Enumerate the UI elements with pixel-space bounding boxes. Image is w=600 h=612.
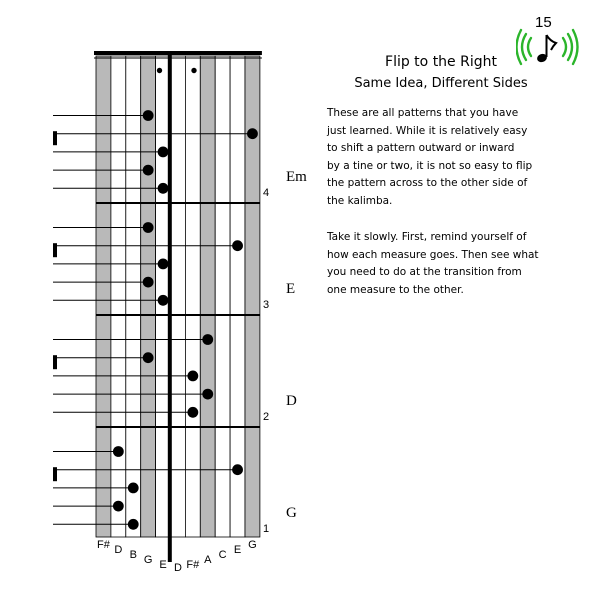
chord-label: D bbox=[286, 393, 297, 409]
measure-number: 1 bbox=[263, 523, 270, 535]
sound-wave-icon bbox=[516, 28, 579, 66]
note-dot bbox=[187, 406, 199, 418]
paragraph-line: These are all patterns that you have bbox=[327, 107, 519, 119]
note-dot bbox=[157, 258, 169, 270]
chord-label: G bbox=[286, 505, 297, 521]
note-dot bbox=[187, 370, 199, 382]
tine-note-label: G bbox=[144, 554, 153, 566]
tine bbox=[140, 55, 156, 538]
rhythm-bar bbox=[53, 131, 57, 146]
measure-number: 4 bbox=[263, 187, 270, 199]
tine-note-label: E bbox=[234, 544, 241, 556]
paragraph-line: the kalimba. bbox=[327, 194, 393, 207]
note-dot bbox=[127, 482, 139, 494]
note-dot bbox=[142, 164, 154, 176]
note-dot bbox=[142, 276, 154, 288]
note-dot bbox=[142, 110, 154, 121]
paragraph-line: one measure to the other. bbox=[327, 283, 464, 296]
tine-note-label: G bbox=[248, 539, 257, 551]
tine bbox=[244, 55, 261, 538]
tine-note-label: B bbox=[130, 549, 137, 561]
tine-note-label: D bbox=[174, 562, 182, 574]
center-dot bbox=[156, 67, 163, 74]
note-dot bbox=[232, 464, 243, 476]
note-dot bbox=[157, 294, 169, 306]
measure-number: 3 bbox=[263, 299, 270, 311]
paragraph-line: to shift a pattern outward or inward bbox=[327, 142, 515, 154]
tine-note-label: F# bbox=[97, 539, 111, 551]
paragraph-line: by a tine or two, it is not so easy to f… bbox=[327, 159, 533, 172]
tine bbox=[170, 55, 186, 538]
note-dot bbox=[127, 518, 139, 530]
intro-paragraph: These are all patterns that you have just… bbox=[327, 105, 549, 210]
rhythm-bar bbox=[53, 467, 57, 482]
tine bbox=[110, 55, 127, 538]
chord-label: E bbox=[286, 281, 296, 297]
tine-note-label: D bbox=[114, 544, 122, 556]
note-dot bbox=[247, 128, 258, 140]
note-dot bbox=[202, 388, 214, 400]
tine bbox=[125, 55, 142, 538]
note-dot bbox=[112, 446, 124, 457]
note-dot bbox=[202, 334, 214, 345]
tine-note-label: E bbox=[159, 559, 166, 571]
note-dot bbox=[232, 240, 243, 252]
paragraph-line: just learned. While it is relatively eas… bbox=[327, 124, 528, 137]
instructions-paragraph: Take it slowly. First, remind yourself o… bbox=[327, 229, 549, 299]
tine-note-label: F# bbox=[186, 559, 200, 571]
center-divider bbox=[167, 55, 172, 562]
page-number: 15 bbox=[535, 14, 552, 31]
paragraph-line: how each measure goes. Then see what bbox=[327, 248, 539, 261]
tine bbox=[199, 55, 216, 538]
paragraph-line: the pattern across to the other side of bbox=[327, 177, 528, 189]
center-dot bbox=[191, 67, 197, 74]
rhythm-bar bbox=[53, 355, 57, 370]
chord-label: Em bbox=[286, 169, 307, 185]
music-note-icon bbox=[516, 28, 579, 66]
page-title: Flip to the Right bbox=[385, 54, 497, 70]
measure-number: 2 bbox=[263, 411, 270, 423]
tine bbox=[214, 55, 231, 538]
note-dot bbox=[157, 182, 169, 194]
page-subtitle: Same Idea, Different Sides bbox=[354, 76, 528, 91]
tine-note-label: A bbox=[204, 554, 212, 566]
tine bbox=[95, 55, 112, 538]
paragraph-line: Take it slowly. First, remind yourself o… bbox=[327, 231, 527, 243]
note-dot bbox=[112, 500, 124, 512]
paragraph-line: you need to do at the transition from bbox=[327, 266, 522, 278]
tine-note-label: C bbox=[219, 549, 227, 561]
note-dot bbox=[142, 222, 154, 233]
top-bar bbox=[94, 51, 262, 55]
rhythm-bar bbox=[53, 243, 57, 258]
note-dot bbox=[142, 352, 154, 364]
tine bbox=[184, 55, 201, 538]
note-dot bbox=[157, 146, 169, 158]
